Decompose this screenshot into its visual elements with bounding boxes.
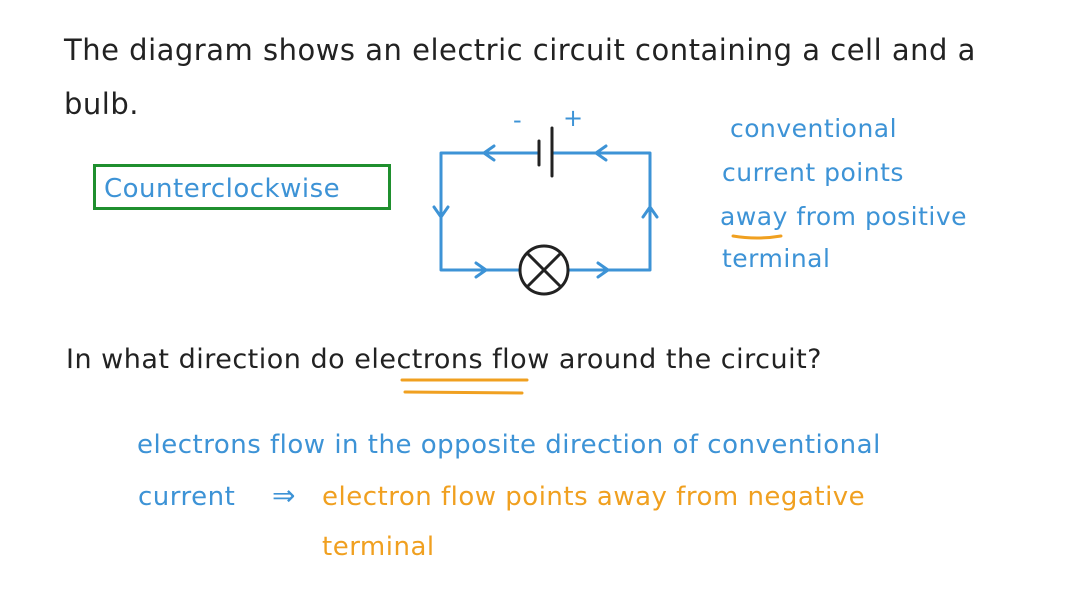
note-line-4: terminal (722, 244, 831, 273)
answer-line-2-electron-flow: electron flow points away from negative (322, 482, 866, 512)
note-line-2: current points (722, 158, 904, 187)
negative-sign: - (513, 106, 522, 134)
question-2-before: In what direction do (66, 344, 355, 375)
arrow-top-right-icon (594, 144, 608, 162)
answer-line-2-current: current (138, 482, 236, 512)
electrons-underline-2 (403, 390, 524, 395)
answer-box-label: Counterclockwise (104, 174, 341, 204)
bulb-icon (518, 244, 570, 296)
arrow-bottom-left-icon (474, 261, 488, 279)
arrow-top-left-icon (482, 144, 496, 162)
answer-box (93, 164, 391, 210)
question-2: In what direction do electrons flow arou… (66, 346, 822, 373)
question-line-1: The diagram shows an electric circuit co… (64, 33, 976, 67)
positive-sign: + (563, 104, 583, 132)
wire-top-left (439, 151, 540, 272)
question-line-2: bulb. (64, 87, 139, 121)
question-2-highlight: electrons (354, 344, 484, 375)
away-underline (731, 234, 783, 240)
implies-arrow-icon: ⇒ (272, 479, 296, 512)
note-line-3: away from positive (720, 204, 967, 229)
wire-top-right (551, 151, 652, 272)
arrow-right-up-icon (641, 205, 659, 219)
answer-line-1: electrons flow in the opposite direction… (137, 430, 881, 460)
note-highlight-away: away (720, 202, 788, 231)
note-line-1: conventional (730, 114, 898, 143)
answer-line-3-terminal: terminal (322, 532, 435, 562)
note-line-3-rest: from positive (787, 202, 968, 231)
arrow-left-down-icon (432, 205, 450, 219)
question-2-after: flow around the circuit? (483, 344, 823, 375)
arrow-bottom-right-icon (596, 261, 610, 279)
